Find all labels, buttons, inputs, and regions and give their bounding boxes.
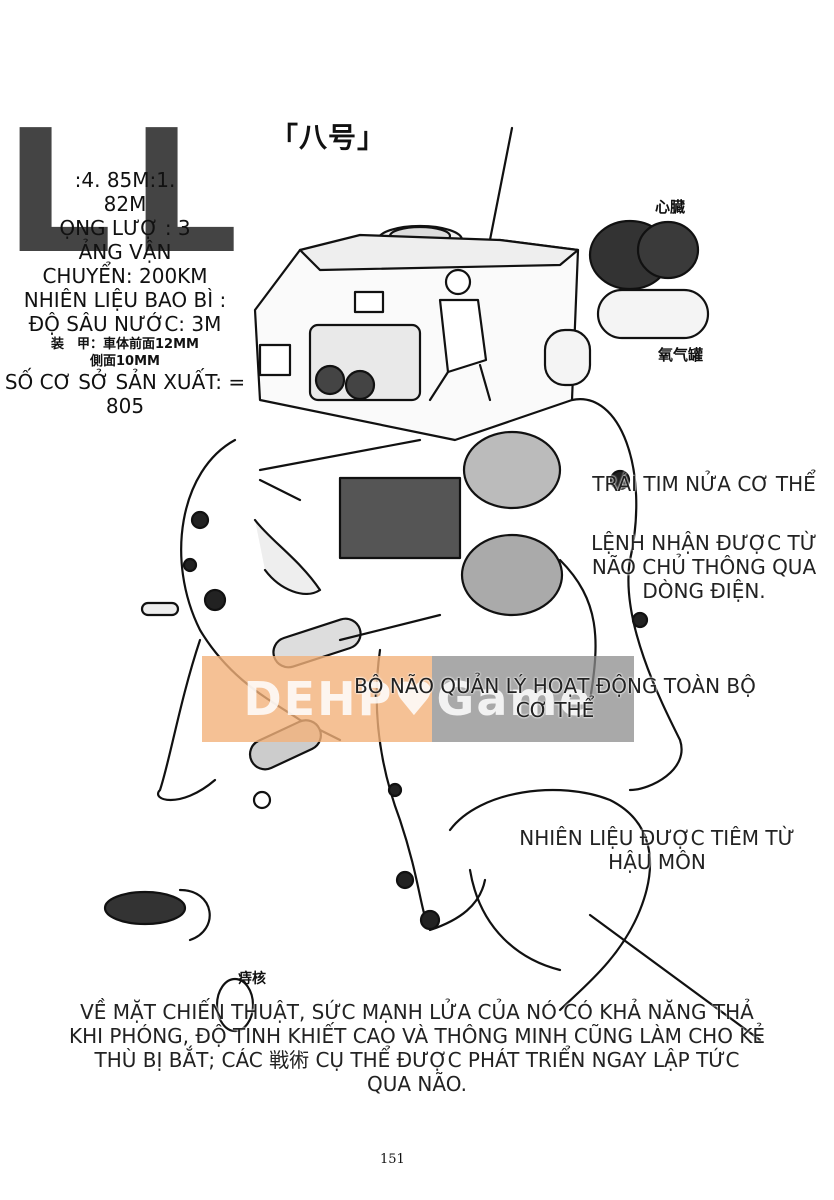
watermark: DEHP♥Game bbox=[202, 656, 634, 742]
caption-line: THÙ BỊ BẮT; CÁC 戦術 CỤ THỂ ĐƯỢC PHÁT TRIỂ… bbox=[94, 1048, 740, 1072]
label-heart: 心臓 bbox=[655, 198, 686, 216]
caption-line: DÒNG ĐIỆN. bbox=[642, 579, 766, 603]
spec-line: ĐỘ SÂU NƯỚC: 3M bbox=[28, 312, 222, 336]
spec-line: 805 bbox=[105, 394, 145, 418]
spec-line: 82M bbox=[103, 192, 147, 216]
caption-line: LỆNH NHẬN ĐƯỢC TỪ bbox=[591, 531, 817, 555]
watermark-gray-panel bbox=[432, 656, 634, 742]
specs-block: :4. 85M:1. 82M ỌNG LƯỢ : 3 ẢNG VẬN CHUYỂ… bbox=[0, 168, 250, 418]
caption-line: NÃO CHỦ THÔNG QUA bbox=[591, 555, 817, 579]
caption-command: LỆNH NHẬN ĐƯỢC TỪ NÃO CHỦ THÔNG QUA DÒNG… bbox=[575, 531, 833, 603]
spec-line-armor-side: 側面10MM bbox=[90, 354, 160, 369]
caption-line: NHIÊN LIỆU ĐƯỢC TIÊM TỪ bbox=[519, 826, 795, 850]
caption-line: VỀ MẶT CHIẾN THUẬT, SỨC MẠNH LỬA CỦA NÓ … bbox=[80, 1000, 754, 1024]
spec-line: CHUYỂN: 200KM bbox=[42, 264, 208, 288]
spec-line: ẢNG VẬN bbox=[78, 240, 172, 264]
spec-line: SỐ CƠ SỞ SẢN XUẤT: = bbox=[4, 370, 246, 394]
spec-line: ỌNG LƯỢ : 3 bbox=[59, 216, 191, 240]
spec-line-armor: 装 甲：車体前面12MM bbox=[51, 337, 199, 352]
caption-line: CƠ THỂ bbox=[515, 698, 595, 722]
caption-brain: BỘ NÃO QUẢN LÝ HOẠT ĐỘNG TOÀN BỘ CƠ THỂ bbox=[290, 674, 820, 722]
caption-line: KHI PHÓNG, ĐỘ TINH KHIẾT CAO VÀ THÔNG MI… bbox=[68, 1024, 766, 1048]
label-oxygen-tank: 氧气罐 bbox=[658, 346, 704, 364]
big-letter-l-right: L bbox=[130, 94, 239, 292]
page-title: 「八号」 bbox=[270, 121, 387, 154]
watermark-text: DEHP♥Game bbox=[243, 672, 593, 726]
caption-half-heart: TRÁI TIM NỬA CƠ THỂ bbox=[592, 472, 816, 496]
caption-line: QUA NÃO. bbox=[367, 1072, 467, 1096]
spec-line: :4. 85M:1. bbox=[74, 168, 176, 192]
label-hemorrhoid: 痔核 bbox=[238, 971, 266, 987]
page-number: 151 bbox=[380, 1152, 405, 1167]
spec-line: NHIÊN LIỆU BAO BÌ : bbox=[23, 288, 227, 312]
caption-fuel: NHIÊN LIỆU ĐƯỢC TIÊM TỪ HẬU MÔN bbox=[480, 826, 834, 874]
caption-line: HẬU MÔN bbox=[608, 850, 706, 874]
caption-line: BỘ NÃO QUẢN LÝ HOẠT ĐỘNG TOÀN BỘ bbox=[354, 674, 756, 698]
big-letter-l-left: L bbox=[4, 94, 113, 292]
watermark-orange-panel bbox=[202, 656, 432, 742]
caption-tactics: VỀ MẶT CHIẾN THUẬT, SỨC MẠNH LỬA CỦA NÓ … bbox=[0, 1000, 834, 1096]
